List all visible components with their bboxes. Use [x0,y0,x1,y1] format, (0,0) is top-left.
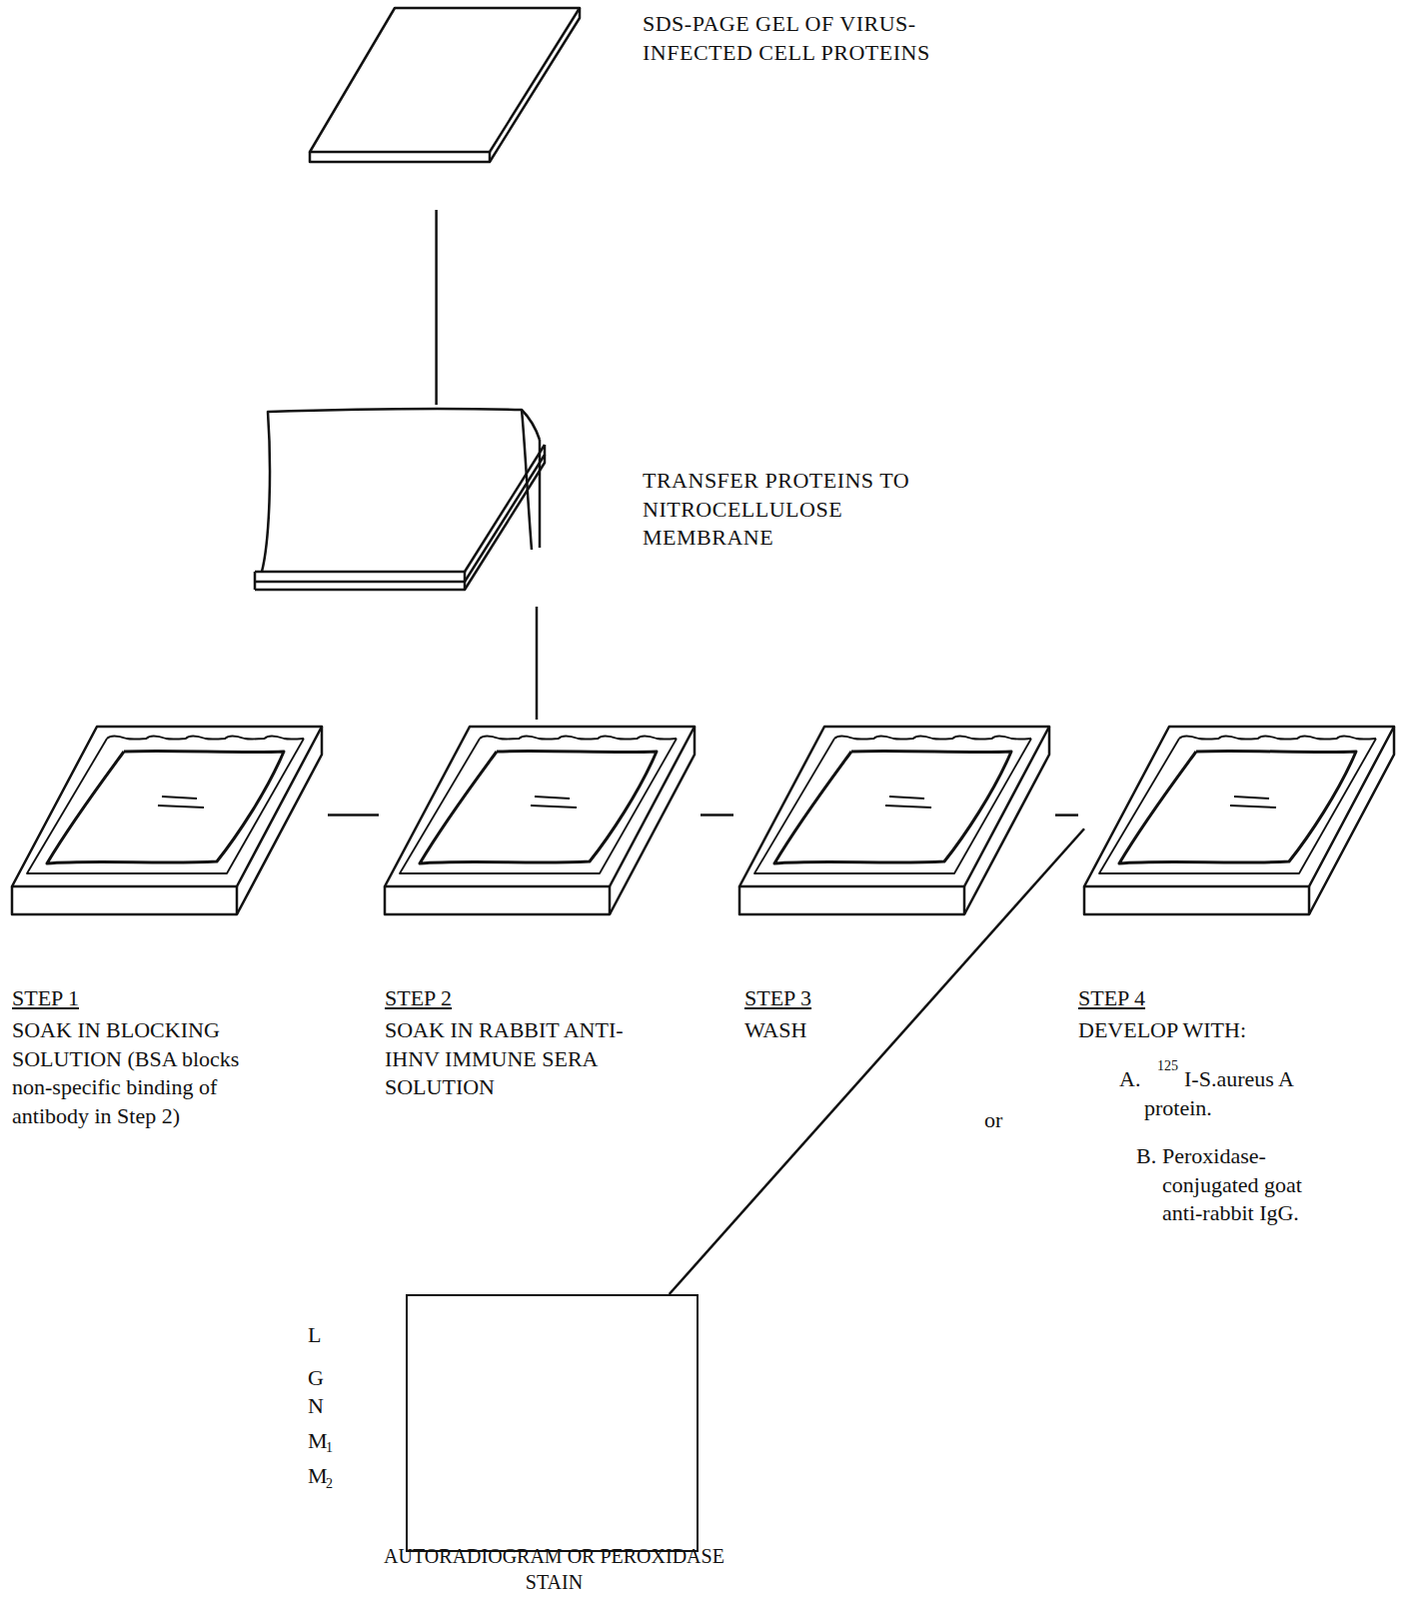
tray-stroke [608,886,612,915]
tray-stroke [530,805,577,808]
connector-line [669,828,1085,1295]
tray-node: STEP 4DEVELOP WITH:A.125I-S.aureus A pro… [1084,721,1395,917]
connector-line [434,209,438,405]
step-text: DEVELOP WITH: [1078,1016,1329,1046]
tray-stroke [161,796,197,799]
tray-node: STEP 2SOAK IN RABBIT ANTI-IHNV IMMUNE SE… [384,721,695,917]
tray-stroke [534,796,570,799]
tray-stroke [1084,726,1395,915]
band-label: M [307,1461,328,1491]
tray-stroke [235,886,239,915]
band-label: G [307,1364,324,1394]
tray-stroke [11,726,322,915]
tray-stroke [834,736,1032,740]
tray-stroke [1230,805,1277,808]
tray-stroke [157,805,204,808]
gel-label: SDS-PAGE GEL OF VIRUS-INFECTED CELL PROT… [642,9,983,67]
band-label: N [307,1392,324,1422]
step-text: I-S.aureus A protein. [1144,1065,1315,1123]
tray-stroke [963,886,967,915]
step-text: SOAK IN RABBIT ANTI-IHNV IMMUNE SERA SOL… [384,1016,650,1103]
tray-stroke [384,726,695,915]
band-label: L [307,1321,321,1351]
connector-line [327,813,379,817]
membrane-transfer [254,408,545,590]
tray-stroke [1308,886,1312,915]
step-heading: STEP 1 [11,984,79,1014]
step-text: Peroxidase-conjugated goat anti-rabbit I… [1162,1142,1328,1229]
tray-stroke [1179,736,1377,740]
gel-slab [309,7,580,162]
tray-stroke [479,736,677,740]
tray-stroke [1084,726,1395,887]
connector-line [535,606,539,720]
tray-stroke [774,750,1012,864]
tray-stroke [11,726,322,887]
tray-stroke [1234,796,1270,799]
tray-stroke [46,750,284,864]
tray-stroke [739,726,1050,887]
membrane-node: TRANSFER PROTEINS TO NITROCELLULOSE MEMB… [251,404,552,595]
step-heading: STEP 3 [744,984,812,1014]
tray-stroke [754,738,1032,874]
tray-stroke [1119,750,1357,864]
tray-stroke [889,796,925,799]
band-label: M [307,1427,328,1456]
step-text: WASH [744,1016,945,1046]
band-subscript: 2 [325,1476,333,1491]
step-text: or [984,1106,1003,1136]
option-letter: B. [1136,1142,1157,1172]
tray-stroke [399,738,677,874]
connector-line [700,813,734,817]
result-box: LGNM1M2AUTORADIOGRAM OR PEROXIDASE STAIN [405,1294,699,1552]
tray-node: STEP 3WASH [739,721,1050,917]
caption: AUTORADIOGRAM OR PEROXIDASE STAIN [367,1542,741,1595]
tray-node: STEP 1SOAK IN BLOCKING SOLUTION (BSA blo… [11,721,322,917]
tray-stroke [26,738,304,874]
connector-line [1055,813,1079,817]
tray-stroke [384,726,695,887]
step-heading: STEP 2 [384,984,452,1014]
transfer-label: TRANSFER PROTEINS TO NITROCELLULOSE MEMB… [642,466,953,553]
band-subscript: 1 [325,1440,333,1455]
step-heading: STEP 4 [1078,984,1146,1014]
gel-node: SDS-PAGE GEL OF VIRUS-INFECTED CELL PROT… [304,7,585,168]
superscript-mass: 125 [1157,1059,1179,1074]
tray-stroke [1099,738,1377,874]
option-letter: A. [1119,1065,1141,1095]
tray-stroke [419,750,657,864]
tray-stroke [885,805,932,808]
step-text: SOAK IN BLOCKING SOLUTION (BSA blocks no… [11,1016,274,1131]
soak-trays [11,726,1395,915]
tray-stroke [739,726,1050,915]
tray-stroke [106,736,304,740]
